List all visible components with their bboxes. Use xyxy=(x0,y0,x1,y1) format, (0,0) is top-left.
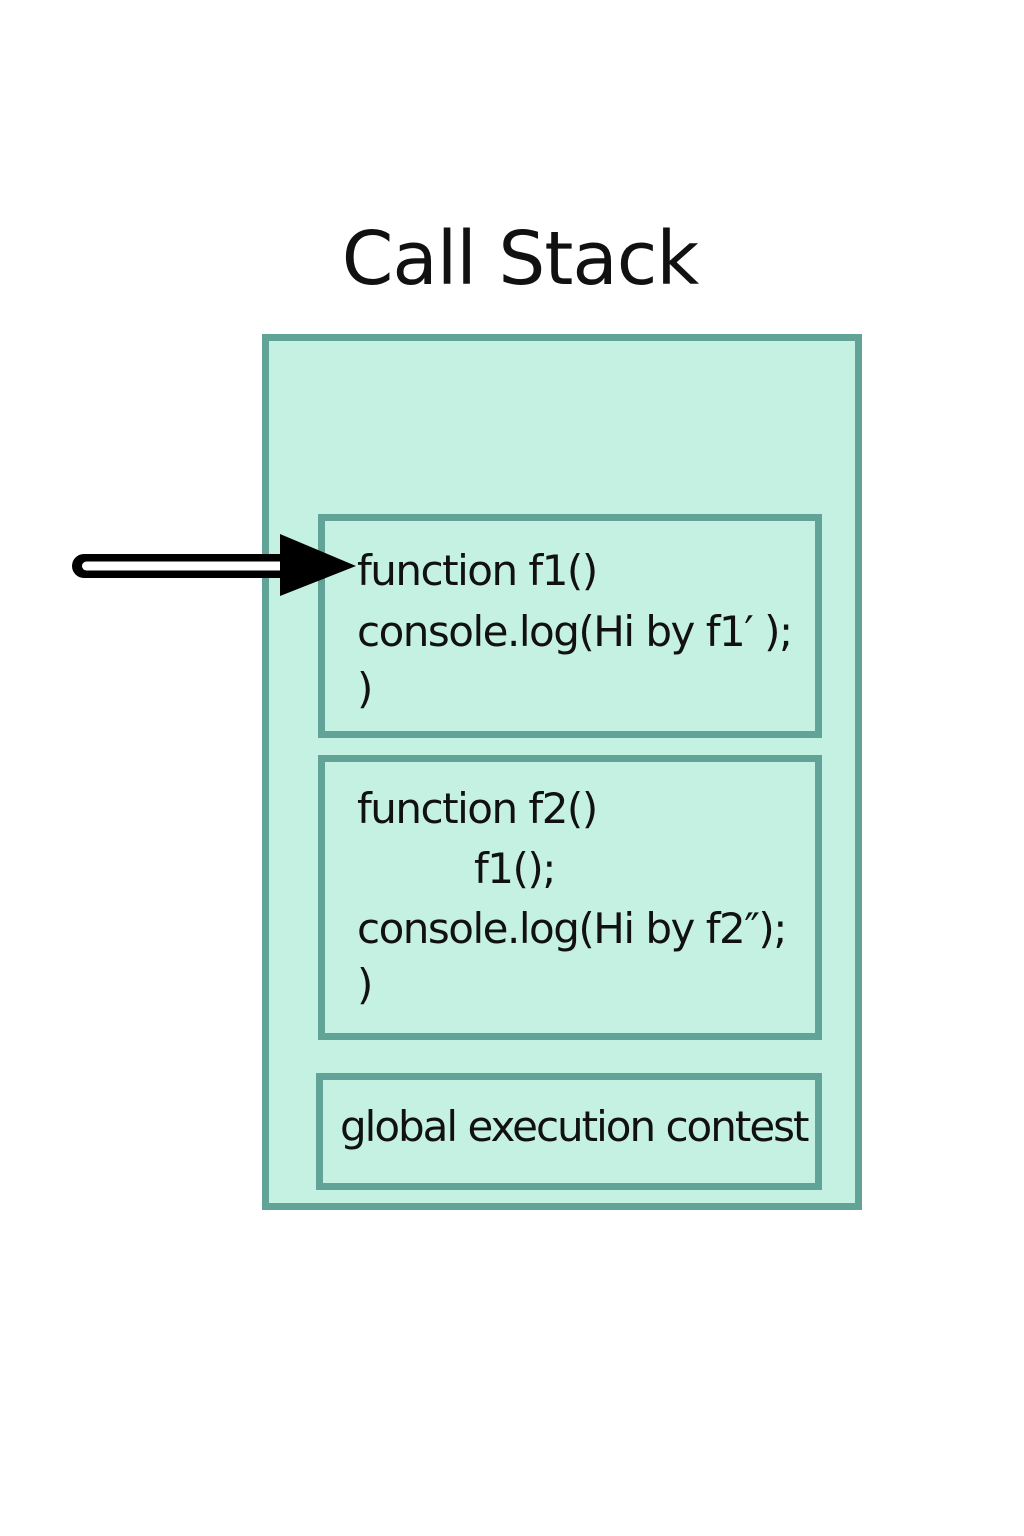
f1-code-line: ) xyxy=(357,664,373,713)
f1-code-line: function f1() xyxy=(357,546,598,595)
diagram-title: Call Stack xyxy=(341,216,700,302)
f2-code-line: console.log(Hi by f2″); xyxy=(357,904,787,953)
arrow-right-icon xyxy=(72,534,356,596)
global-context-label: global execution contest xyxy=(340,1102,810,1151)
f1-code-line: console.log(Hi by f1′ ); xyxy=(357,607,793,656)
f2-code-line: function f2() xyxy=(357,784,598,833)
f2-code-line: f1(); xyxy=(474,844,556,893)
stack-frame-global xyxy=(316,1073,822,1190)
stack-frame-f1 xyxy=(318,514,822,738)
f2-code-line: ) xyxy=(357,960,373,1009)
stack-frame-f2 xyxy=(318,755,822,1040)
